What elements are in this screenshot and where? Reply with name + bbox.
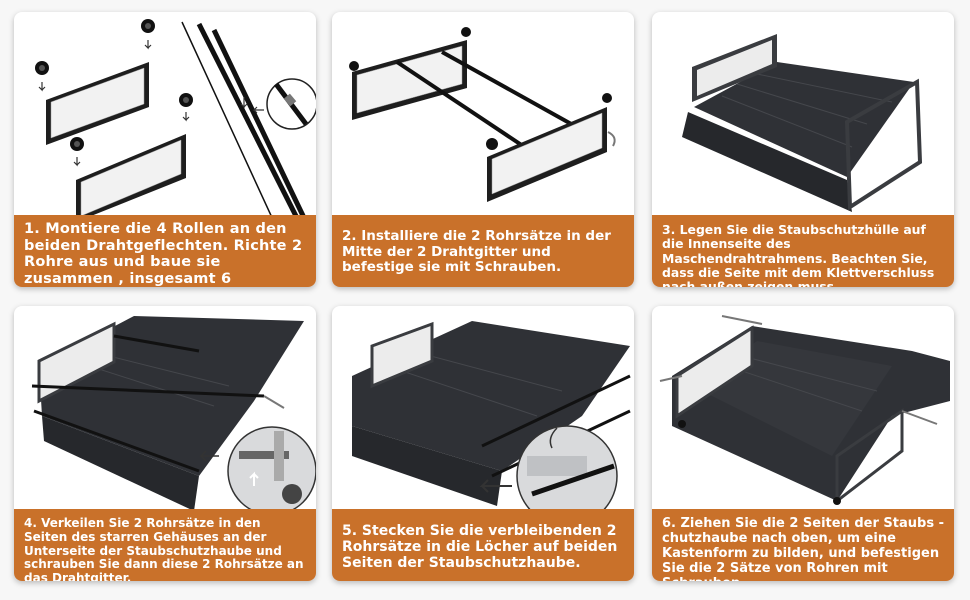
zoom-detail-icon — [479, 425, 618, 516]
step-1-panel: 1. Montiere die 4 Rollen an den beiden D… — [14, 12, 316, 287]
tubes — [181, 21, 309, 222]
tubes — [31, 334, 285, 473]
zoom-detail-icon — [199, 426, 316, 516]
step-4-caption: 4. Verkeilen Sie 2 Rohrsätze in den Seit… — [14, 509, 316, 581]
wire-panel — [370, 321, 434, 389]
dust-cover — [682, 62, 914, 212]
wire-panel-bottom — [76, 134, 186, 222]
step-6-panel: 6. Ziehen Sie die 2 Seiten der Staubs -c… — [652, 306, 954, 581]
step-5-caption: 5. Stecken Sie die verbleibenden 2 Rohrs… — [332, 509, 634, 581]
wheel-icon — [70, 137, 84, 167]
wire-panel-top — [46, 62, 149, 145]
wire-panel-front — [486, 93, 616, 202]
step-5-panel: 5. Stecken Sie die verbleibenden 2 Rohrs… — [332, 306, 634, 581]
step-6-illustration — [659, 315, 950, 505]
wheel-icon — [141, 19, 155, 50]
tubes — [659, 315, 938, 425]
wheel-icon — [35, 61, 49, 92]
storage-box — [672, 325, 950, 505]
step-1-illustration — [35, 19, 316, 222]
zoom-detail-icon — [252, 78, 316, 130]
step-3-caption: 3. Legen Sie die Staubschutzhülle auf di… — [652, 215, 954, 287]
wire-panel-back — [692, 34, 777, 102]
step-5-illustration — [352, 321, 631, 516]
step-4-illustration — [31, 316, 316, 516]
step-2-caption: 2. Installiere die 2 Rohrsätze in der Mi… — [332, 215, 634, 287]
tubes — [395, 50, 583, 154]
step-6-caption: 6. Ziehen Sie die 2 Seiten der Staubs -c… — [652, 509, 954, 581]
step-1-caption: 1. Montiere die 4 Rollen an den beiden D… — [14, 215, 316, 287]
wheel-icon — [179, 93, 193, 122]
step-2-panel: 2. Installiere die 2 Rohrsätze in der Mi… — [332, 12, 634, 287]
step-2-illustration — [349, 27, 616, 202]
step-4-panel: 4. Verkeilen Sie 2 Rohrsätze in den Seit… — [14, 306, 316, 581]
step-3-illustration — [682, 34, 923, 212]
frame-side — [844, 78, 923, 211]
wire-panel-back — [349, 27, 471, 120]
step-3-panel: 3. Legen Sie die Staubschutzhülle auf di… — [652, 12, 954, 287]
